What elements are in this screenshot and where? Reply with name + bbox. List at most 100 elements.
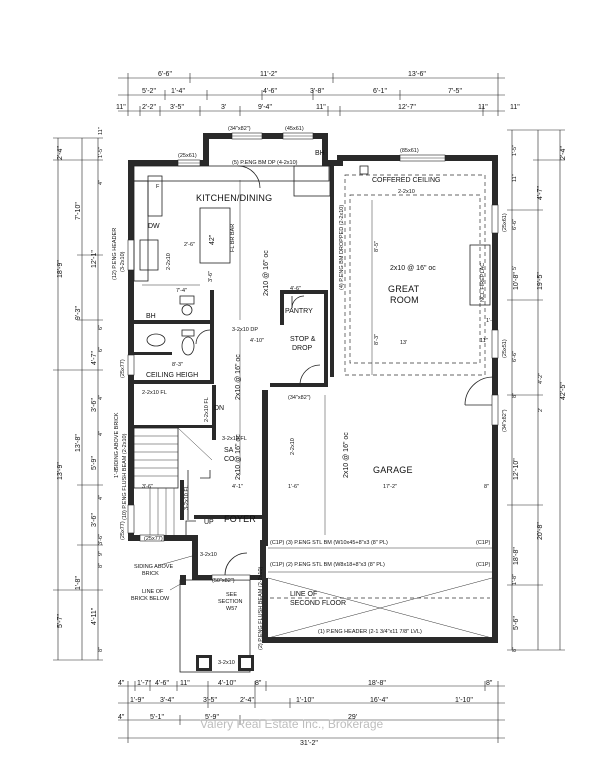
dim-left-mid-9: 4'-11" [91, 607, 98, 625]
dim-right-mid-6: 5'-6" [513, 616, 520, 630]
dim-top-r2-1: 1'-4" [171, 88, 185, 95]
room-bh-kitchen: BH [146, 313, 156, 320]
dim-right-inner-3: 5' [512, 266, 518, 270]
dim-left-mid-4: 13'-8" [75, 434, 82, 452]
int-hall-4: 3'-6" [142, 484, 153, 490]
dim-left-inner-4: 6" [98, 347, 104, 352]
c1p-tag-4: (C1P) [476, 562, 491, 568]
dim-top-r1-1: 11'-2" [260, 71, 278, 78]
dim-right-inner-9: 8" [512, 393, 518, 398]
dim-right-inner-10: 1'-8" [512, 574, 518, 585]
dim-top-r1-2: 13'-6" [408, 71, 426, 78]
room-bh-top: BH [315, 150, 325, 157]
joist-great: 2x10 @ 16" oc [390, 265, 436, 272]
int-hall-0: 4'-10" [250, 338, 264, 344]
dim-right-inner-7: 4'-2" [538, 373, 544, 384]
int-k-0: 2'-6" [184, 242, 195, 248]
dim-right-mid-3: 12'-10" [513, 458, 520, 480]
room-dw: DW [148, 223, 160, 230]
win-tag-5: (34"x82") [288, 395, 311, 401]
dim-left-mid-8: 1'-8" [75, 576, 82, 590]
dim-left-inner-3: 6" [98, 325, 104, 330]
dim-bot-total: 31'-2" [300, 740, 318, 747]
joist-dp: 3-2x10 DP [232, 327, 258, 333]
room-dn: DN [214, 405, 224, 412]
joist-mid: 2x10 @ 16" oc [235, 354, 242, 400]
dim-right-inner-8: 2' [538, 408, 544, 412]
beam-siding-above: SIDING ABOVE BRICK [114, 412, 120, 470]
dim-right-outer-0: 2'-4" [560, 146, 567, 160]
c1p-tag-2: (C1P) [476, 540, 491, 546]
right-dimensions: 2'-4" 42'-5" 4'-7" 10'-8" 19'-5" 12'-10"… [480, 129, 567, 652]
dim-bot-r1-5: 8" [255, 680, 262, 687]
dim-top-r3-2: 3' [221, 104, 226, 111]
win-tag-2: (45x61) [285, 126, 304, 132]
dim-top-r3-4: 11" [316, 104, 326, 111]
int-k-1: 3'-6" [208, 271, 214, 282]
dim-left-inner-9: 8" [98, 563, 104, 568]
c1p-tag-1: (C1P) [270, 540, 285, 546]
joist-gar-2x10: 2-2x10 [290, 438, 296, 455]
win-tag-8: (25x77) [120, 521, 126, 540]
kitchen-fixtures [133, 165, 331, 316]
interior-walls [134, 165, 334, 520]
win-tag-10: (25x61) [502, 213, 508, 232]
dim-left-mid-7: 3'-6" [91, 513, 98, 527]
dim-bot-r1-3: 11" [180, 680, 190, 687]
beam-garage-flush: (2) P.ENG FLUSH BEAM (2-2x10) [258, 566, 264, 650]
room-island: 42" [209, 234, 216, 245]
beam-kitchen: (5) P.ENG BM DP (4-2x10) [232, 160, 298, 166]
dim-bot-r2-0: 1'-9" [130, 697, 144, 704]
great-room-details [344, 165, 491, 376]
dim-left-inner-10: 8" [98, 647, 104, 652]
note-siding: SIDING ABOVE [134, 564, 173, 570]
dim-left-inner-5: 3'-6" [98, 534, 104, 545]
note-see-section-3: W57 [226, 606, 237, 612]
room-stop-drop-2: DROP [292, 345, 313, 352]
win-tag-1: (34"x82") [228, 126, 251, 132]
int-k-2: 7'-4" [176, 288, 187, 294]
note-line-brick-2: BRICK BELOW [131, 596, 170, 602]
dim-top-r2-3: 3'-8" [310, 88, 324, 95]
dim-bot-r1-1: 1'-7" [137, 680, 151, 687]
c1p-tag-3: (C1P) [270, 562, 285, 568]
dim-top-r3-edge-1: 11" [510, 104, 520, 111]
win-tag-9: (34"x82") [502, 409, 508, 432]
beam-left-header: (12) P.ENG HEADER [112, 228, 118, 280]
beam-2: (2) P.ENG STL BM (W8x18+8"x3 (8" PL) [286, 562, 385, 568]
dim-top-r3-6: 11" [478, 104, 488, 111]
room-garage: GARAGE [373, 465, 413, 475]
dim-top-r3-edge-0: 11" [116, 104, 126, 111]
dim-left-mid-2: 9'-3" [75, 306, 82, 320]
dim-left-inner-8: 9" [98, 551, 104, 556]
dim-left-mid-3: 4'-7" [91, 351, 98, 365]
dim-right-inner-4: 1'-7" [486, 318, 497, 324]
room-stop-drop: STOP & [290, 336, 316, 343]
joist-lines [239, 180, 373, 535]
dim-left-outer-0: 2'-4" [57, 146, 64, 160]
dim-left-inner-11: 1'-8" [114, 467, 120, 478]
dim-bot-r1-2: 4'-6" [155, 680, 169, 687]
dim-left-mid-5: 5'-9" [91, 456, 98, 470]
note-line-brick: LINE OF [142, 589, 164, 595]
joist-hall: 2x10 @ 16" oc [235, 434, 242, 480]
dim-left-mid-6: 3'-6" [91, 398, 98, 412]
dim-bot-r3-0: 4" [118, 714, 125, 721]
dim-bot-r1-6: 18'-8" [368, 680, 386, 687]
watermark: Valery Real Estate Inc., Brokerage [200, 717, 384, 731]
int-gar-0: 1'-6" [288, 484, 299, 490]
note-line-second: LINE OF [290, 591, 317, 598]
dim-bot-r1-7: 8" [486, 680, 493, 687]
note-see-section-2: SECTION [218, 599, 242, 605]
room-great-room: GREAT [388, 284, 420, 294]
joist-k-2x10: 2-2x10 [166, 253, 172, 270]
joist-garage: 2x10 @ 16" oc [343, 432, 350, 478]
dim-right-mid-2: 19'-5" [537, 272, 544, 290]
dim-top-r2-0: 5'-2" [142, 88, 156, 95]
dim-bot-r2-6: 1'-10" [455, 697, 473, 704]
int-gr-2: 13' [400, 340, 407, 346]
win-tag-4: (85x61) [400, 148, 419, 154]
joist-kitchen: 2x10 @ 16" oc [263, 250, 270, 296]
win-tag-11: (25x51) [502, 339, 508, 358]
